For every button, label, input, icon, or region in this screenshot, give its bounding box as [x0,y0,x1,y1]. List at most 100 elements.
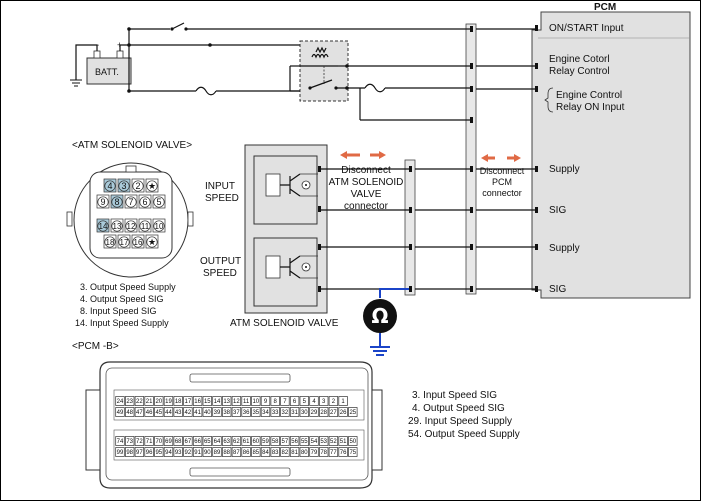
atm-pin-cell [124,194,138,209]
pcm-b-pin-number: 24 [117,399,124,405]
pcm-b-pin-cell [328,447,339,457]
atm-pin-cell [138,218,152,233]
pcm-b-pin-cell [134,447,145,457]
atm-pin-number: 3 [121,181,126,191]
atm-legend-4: 14. Input Speed Supply [75,318,169,328]
atm-pin-ring [139,196,151,208]
atm-pin-cell [103,234,117,249]
pcm-b-pin-cell [222,396,232,406]
pcm-b-pin-cell [125,396,135,406]
pcm-b-pin-cell [154,447,164,457]
pcm-b-pin-cell [202,407,212,417]
pcm-b-pin-number: 66 [194,439,201,445]
pcm-b-pin-number: 49 [117,410,124,416]
pcm-b-pin-cell [163,436,174,446]
pcm-b-pin-number: 65 [204,439,211,445]
atm-pin-number: 9 [100,197,105,207]
pcm-b-pin-cell [222,407,232,417]
pcm-b-pin-number: 21 [146,399,153,405]
pcm-b-pin-cell [251,447,261,457]
pcm-b-pin-cell [348,407,358,417]
pcm-terminal [535,207,538,213]
pcm-b-pin-number: 36 [243,410,250,416]
pcm-b-pin-cell [309,396,319,406]
sensor-wires [321,168,470,290]
pcm-terminal [535,166,538,172]
pcm-b-pin-number: 84 [262,450,269,456]
pcm-b-pin-cell [115,436,125,446]
pcm-b-pin-cell [319,447,329,457]
pcm-b-pin-cell [260,436,271,446]
pcm-b-pin-cell [241,396,251,406]
pcm-pin-supply-2: Supply [549,243,580,254]
atm-pin-ring [111,220,123,232]
atm-pin-ring [139,220,151,232]
pcm-b-pin-cell [154,436,164,446]
pcm-b-pin-number: 75 [349,450,356,456]
pcm-b-pin-number: 70 [155,439,162,445]
atm-legend-3: 8. Input Speed SIG [80,306,157,316]
pcm-b-pin-number: 54 [311,439,318,445]
pcm-b-pin-cell [348,447,358,457]
pcm-b-pin-cell [289,407,300,417]
atm-connector-title: <ATM SOLENOID VALVE> [72,140,192,151]
pcm-b-pin-cell [338,396,348,406]
pcm-b-pin-cell [299,447,309,457]
pcm-b-pin-number: 64 [214,439,221,445]
atm-pin-ring [118,236,130,248]
pcm-b-pin-cell [280,407,290,417]
pcm-b-pin-number: 9 [264,399,268,405]
pcm-b-pin-cell [222,447,232,457]
pcm-b-pin-cell [212,396,222,406]
pcm-b-pin-number: 85 [252,450,259,456]
battery-neg-terminal [93,50,101,59]
pcm-b-pin-number: 4 [312,399,316,405]
pcm-pin-relay-on-1: Engine Control [556,90,622,101]
atm-pin-ring [125,220,137,232]
pcm-b-pin-number: 78 [320,450,327,456]
pcm-b-pin-cell [183,407,193,417]
atm-solenoid-valve: INPUT SPEED OUTPUT SPEED ATM SOLENOID VA… [200,144,339,329]
atm-pin-ring [104,180,116,192]
disconnect-pcm-line-1: Disconnect [480,166,525,176]
pcm-b-pin-number: 89 [214,450,221,456]
pcm-b-pin-cell [173,447,183,457]
atm-pin-cell [145,178,159,193]
pcm-b-pin-cell [212,407,222,417]
pcm-b-pin-number: 77 [330,450,337,456]
disconnect-atm-callout: Disconnect ATM SOLENOID VALVE connector [329,151,403,212]
pcm-b-pin-number: 82 [282,450,289,456]
atm-pin-number: 5 [156,197,161,207]
pcm-b-pin-cell [212,447,222,457]
pcm-b-pin-cell [192,407,203,417]
pcm-b-pin-number: 39 [214,410,221,416]
pcm-b-pin-number: 48 [126,410,133,416]
pcm-b-pin-number: 94 [165,450,172,456]
pcm-b-pin-cell [173,407,183,417]
pcm-b-pin-number: 81 [291,450,298,456]
atm-pin-cell [131,178,145,193]
atm-pin-cell [152,218,166,233]
pcm-b-pin-number: 7 [283,399,287,405]
pcm-b-pin-number: 23 [126,399,133,405]
pcm-b-pin-number: 42 [185,410,192,416]
atm-pin-number: 7 [128,197,133,207]
atm-pin-star: ★ [148,181,156,191]
pcm-b-pin-number: 2 [332,399,336,405]
pcm-b-pin-cell [328,396,339,406]
pcm-b-pin-cell [163,407,174,417]
pcm-b-legend-2: 4. Output Speed SIG [412,403,505,414]
atm-pin-cell [96,218,110,233]
pcm-b-pin-number: 29 [311,410,318,416]
pcm-b-pin-cell [115,407,125,417]
pcm-b-pin-cell [231,447,242,457]
pcm-connector-strip [465,23,477,295]
pcm-b-pin-number: 63 [223,439,230,445]
pcm-b-pin-number: 79 [311,450,318,456]
pcm-b-pin-number: 33 [272,410,279,416]
pcm-terminal [535,25,538,31]
pcm-b-pin-cell [260,407,271,417]
pcm-b-pin-cell [115,447,125,457]
